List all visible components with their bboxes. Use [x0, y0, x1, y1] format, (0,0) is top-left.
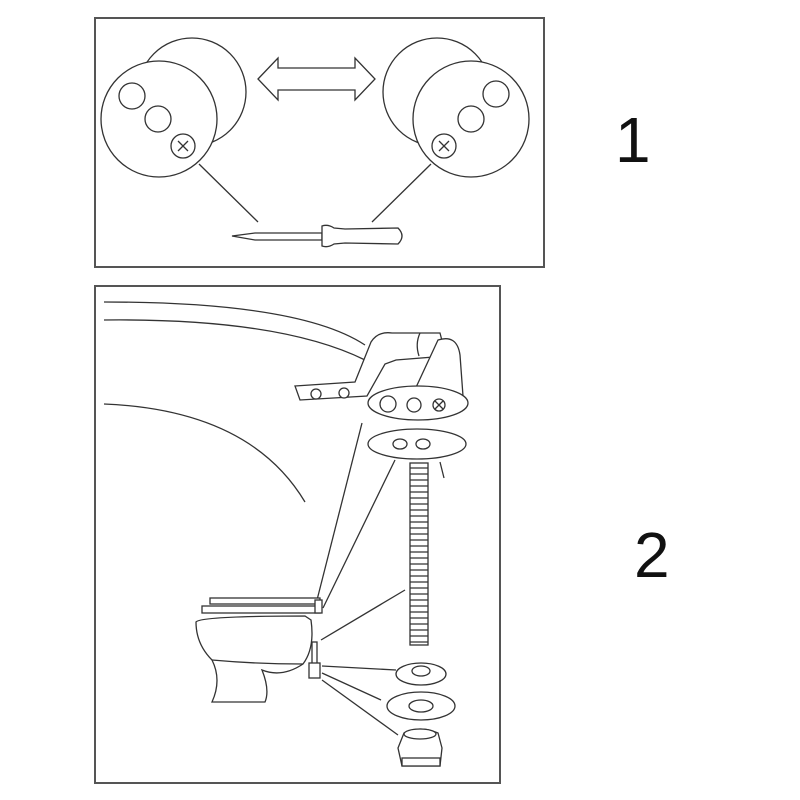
seat-edge-lower [103, 319, 366, 361]
hole-right-2 [457, 105, 485, 133]
guide-line-4 [320, 589, 406, 641]
screwdriver-icon [231, 224, 403, 248]
screw-cross-left-icon [177, 140, 189, 152]
seat-edge-inner [103, 403, 306, 503]
pointer-line-right [371, 163, 432, 223]
threaded-bolt [409, 462, 429, 646]
toilet-bowl [195, 597, 323, 703]
hole-left-2 [144, 105, 172, 133]
flat-washer [386, 691, 456, 721]
guide-line-3 [439, 461, 445, 479]
hole-right-1 [482, 80, 510, 108]
pointer-line-left [198, 163, 259, 223]
seat-edge-upper [103, 301, 366, 346]
bracket-screw-1 [310, 388, 322, 400]
guide-line-6 [321, 672, 382, 701]
guide-line-5 [321, 665, 397, 671]
cone-washer [395, 662, 447, 686]
hinge-base-plate [367, 338, 469, 421]
nut-cap [397, 728, 443, 767]
hole-left-1 [118, 82, 146, 110]
step-number-1: 1 [615, 104, 651, 176]
left-hinge-plates [100, 37, 247, 178]
right-hinge-plates [382, 37, 530, 178]
hinge-bracket [294, 332, 447, 401]
step-number-2: 2 [634, 519, 670, 591]
bracket-screw-2 [338, 387, 350, 399]
guide-line-2 [322, 459, 396, 609]
small-bolt [308, 641, 321, 679]
swap-arrow-icon [257, 56, 376, 102]
guide-line-1 [316, 422, 363, 601]
guide-line-7 [321, 679, 399, 736]
rubber-gasket [367, 428, 467, 460]
base-screw-cross-icon [434, 400, 444, 410]
screw-cross-right-icon [438, 140, 450, 152]
